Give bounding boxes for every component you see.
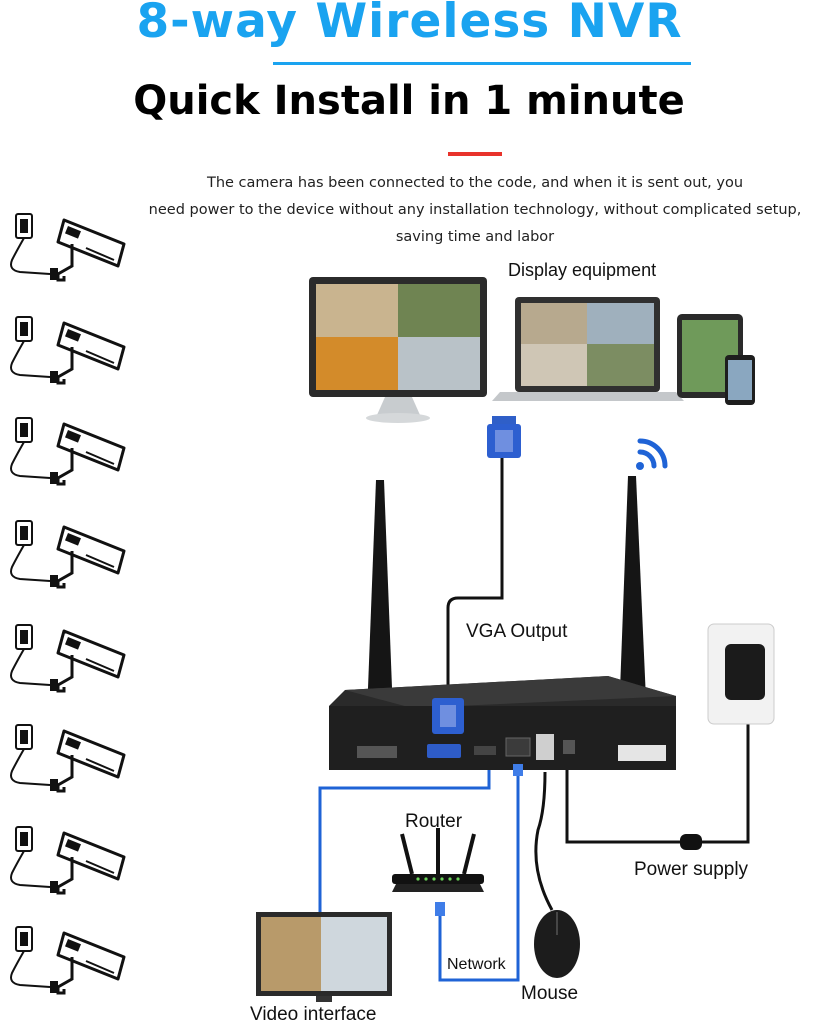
camera-unit — [6, 921, 130, 1001]
description-line-3: saving time and labor — [395, 229, 555, 245]
camera-icon — [50, 629, 126, 693]
description: The camera has been connected to the cod… — [130, 170, 819, 251]
camera-unit — [6, 412, 130, 492]
description-line-2: need power to the device without any ins… — [148, 202, 802, 218]
camera-unit — [6, 719, 130, 799]
power-adapter-icon — [707, 623, 775, 725]
power-adapter-icon — [10, 724, 51, 786]
mouse-icon — [534, 910, 580, 978]
description-line-1: The camera has been connected to the cod… — [206, 175, 744, 191]
camera-icon — [50, 218, 126, 282]
power-adapter-icon — [10, 926, 51, 988]
phone-icon — [725, 355, 755, 405]
vga-connector-icon — [487, 416, 521, 458]
antenna-left — [366, 480, 394, 740]
camera-icon — [50, 321, 126, 385]
accent-divider — [448, 152, 502, 156]
camera-unit — [6, 821, 130, 901]
nvr-icon — [329, 676, 676, 770]
page-title: 8-way Wireless NVR — [136, 0, 683, 49]
video-interface-label: Video interface — [250, 1004, 377, 1025]
camera-unit — [6, 515, 130, 595]
mouse-label: Mouse — [521, 983, 579, 1004]
camera-icon — [50, 831, 126, 895]
laptop-icon — [492, 297, 684, 401]
monitor-icon — [309, 277, 487, 423]
camera-icon — [50, 525, 126, 589]
page-subtitle: Quick Install in 1 minute — [133, 78, 685, 124]
network-label: Network — [447, 956, 506, 973]
power-adapter-icon — [10, 417, 51, 479]
vga-output-label: VGA Output — [466, 621, 568, 642]
camera-icon — [50, 422, 126, 486]
title-underline — [273, 62, 691, 65]
camera-icon — [50, 931, 126, 995]
camera-unit — [6, 208, 130, 288]
display-equipment-label: Display equipment — [508, 260, 657, 280]
camera-unit — [6, 619, 130, 699]
power-supply-label: Power supply — [634, 859, 749, 880]
video-monitor-icon — [256, 912, 392, 1002]
router-label: Router — [405, 811, 463, 832]
power-adapter-icon — [10, 624, 51, 686]
power-adapter-icon — [10, 826, 51, 888]
camera-unit — [6, 311, 130, 391]
antenna-right — [618, 476, 648, 744]
power-adapter-icon — [10, 213, 51, 275]
power-adapter-icon — [10, 520, 51, 582]
power-adapter-icon — [10, 316, 51, 378]
wifi-icon — [636, 438, 668, 470]
camera-icon — [50, 729, 126, 793]
router-icon — [392, 828, 484, 892]
